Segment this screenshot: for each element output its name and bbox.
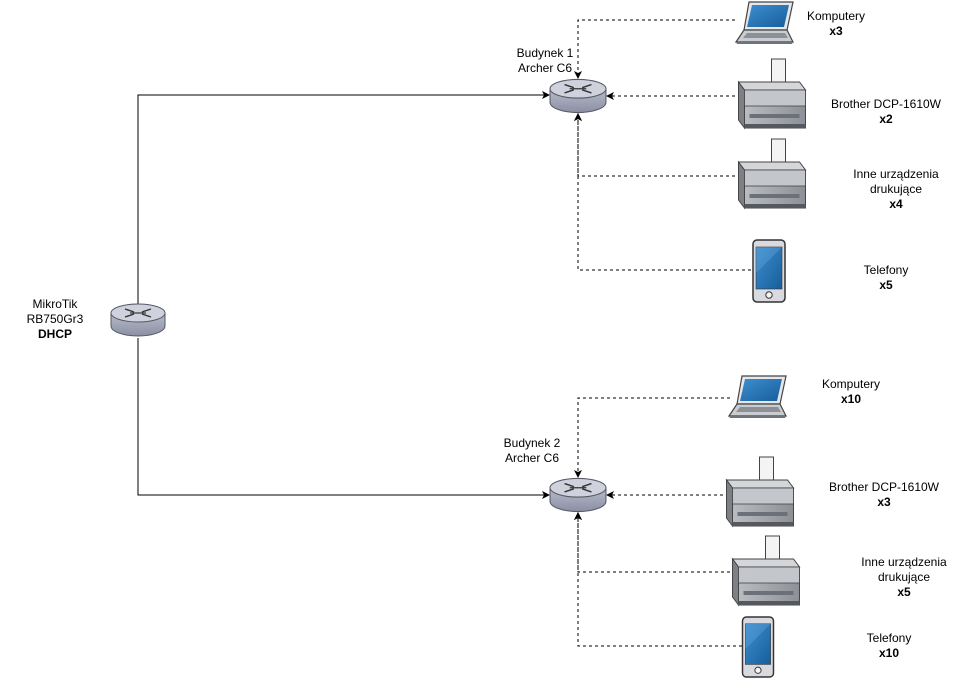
building-2-model: Archer C6 bbox=[504, 451, 560, 465]
device-count: x5 bbox=[879, 278, 893, 292]
core-router-role: DHCP bbox=[37, 327, 72, 341]
printer-icon bbox=[731, 535, 801, 606]
device-label: Inne urządzenia bbox=[853, 167, 939, 181]
b2-computers-label: Komputery x10 bbox=[801, 377, 901, 407]
trunk-links bbox=[137, 91, 550, 499]
device-label: Telefony bbox=[863, 263, 909, 277]
building-1-model: Archer C6 bbox=[517, 61, 573, 75]
link-b2-phones bbox=[574, 512, 742, 647]
device-count: x3 bbox=[829, 24, 843, 38]
building-2-router-label: Budynek 2 Archer C6 bbox=[482, 436, 582, 466]
b1-other-printers-label: Inne urządzenia drukujące x4 bbox=[836, 167, 956, 212]
device-label: Inne urządzenia bbox=[861, 555, 947, 569]
link-b2-other-printers bbox=[574, 512, 730, 573]
trunk-link-building-1 bbox=[137, 91, 550, 304]
device-count: x5 bbox=[897, 585, 911, 599]
device-label: Brother DCP-1610W bbox=[830, 97, 942, 111]
building-1-router-label: Budynek 1 Archer C6 bbox=[495, 46, 595, 76]
b2-brother-label: Brother DCP-1610W x3 bbox=[814, 480, 954, 510]
link-b1-computers bbox=[574, 19, 735, 79]
building-2-name: Budynek 2 bbox=[503, 436, 561, 450]
core-router-label: MikroTik RB750Gr3 DHCP bbox=[5, 297, 105, 342]
router-icon bbox=[549, 477, 607, 513]
link-b1-other-printers bbox=[574, 113, 735, 177]
router-icon bbox=[549, 78, 607, 114]
trunk-link-building-2 bbox=[137, 338, 550, 499]
device-count: x2 bbox=[879, 112, 893, 126]
b2-other-printers-label: Inne urządzenia drukujące x5 bbox=[844, 555, 964, 600]
building-1-links bbox=[574, 19, 751, 271]
router-icon bbox=[110, 303, 166, 337]
printer-icon bbox=[725, 456, 795, 527]
device-label: Komputery bbox=[821, 377, 881, 391]
b1-phones-label: Telefony x5 bbox=[836, 263, 936, 293]
building-2-links bbox=[574, 397, 742, 647]
b1-computers-label: Komputery x3 bbox=[786, 9, 886, 39]
b2-phones-label: Telefony x10 bbox=[839, 631, 939, 661]
device-count: x3 bbox=[877, 495, 891, 509]
laptop-icon bbox=[735, 1, 794, 45]
device-label: drukujące bbox=[869, 182, 923, 196]
building-1-name: Budynek 1 bbox=[516, 46, 574, 60]
b1-brother-label: Brother DCP-1610W x2 bbox=[816, 97, 956, 127]
printer-icon bbox=[737, 58, 807, 129]
device-label: drukujące bbox=[877, 570, 931, 584]
core-router-name: MikroTik bbox=[32, 297, 78, 311]
phone-icon bbox=[741, 616, 775, 678]
link-b1-phones bbox=[574, 113, 751, 271]
printer-icon bbox=[737, 138, 807, 209]
device-count: x4 bbox=[889, 197, 903, 211]
device-label: Komputery bbox=[806, 9, 866, 23]
device-count: x10 bbox=[840, 392, 862, 406]
core-router-model: RB750Gr3 bbox=[26, 312, 84, 326]
device-label: Brother DCP-1610W bbox=[828, 480, 940, 494]
device-count: x10 bbox=[878, 646, 900, 660]
phone-icon bbox=[752, 239, 786, 303]
device-label: Telefony bbox=[866, 631, 912, 645]
laptop-icon bbox=[728, 375, 787, 419]
link-b2-computers bbox=[574, 397, 730, 478]
